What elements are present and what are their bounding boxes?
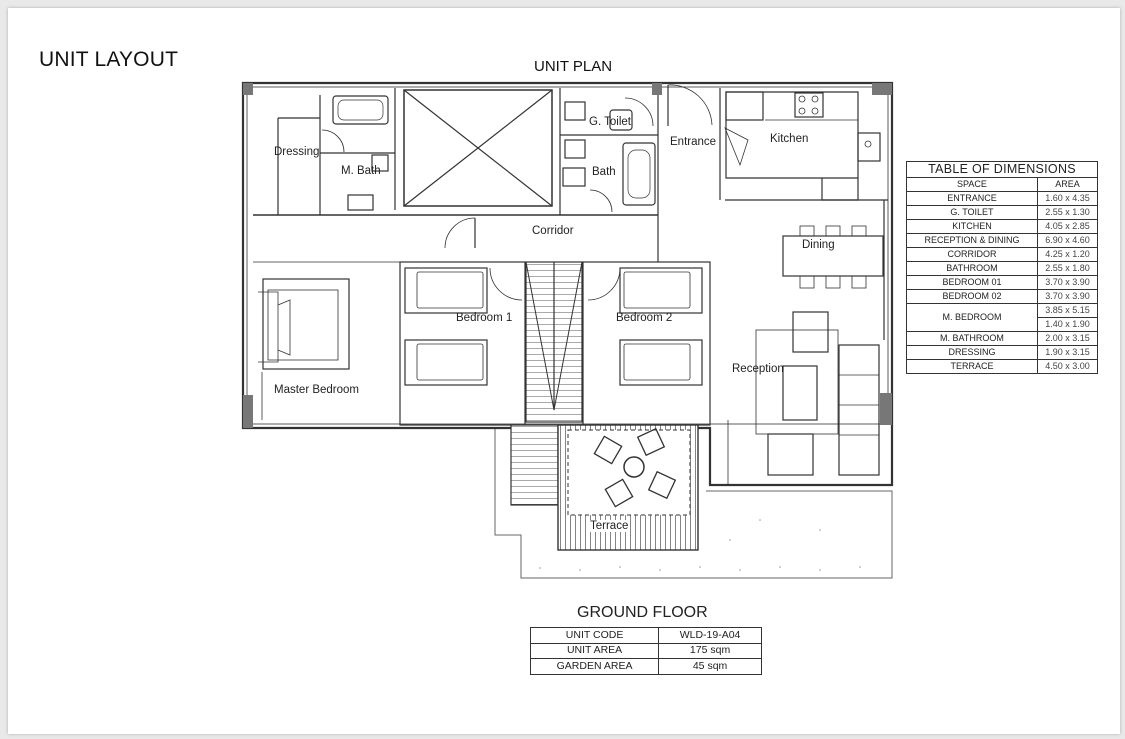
space-cell: CORRIDOR [906,247,1038,262]
area-cell: 3.85 x 5.15 [1036,303,1099,318]
room-label-dressing: Dressing [274,146,320,158]
room-label-m-bath: M. Bath [341,165,381,177]
area-cell: 6.90 x 4.60 [1036,233,1099,248]
area-cell: 4.05 x 2.85 [1036,219,1099,234]
dimensions-header-area: AREA [1036,177,1099,192]
room-label-reception: Reception [732,363,784,375]
room-label-dining: Dining [802,239,835,251]
room-label-master-bedroom: Master Bedroom [274,384,360,396]
room-label-terrace: Terrace [590,520,629,532]
page-title: UNIT LAYOUT [39,48,179,71]
space-cell: G. TOILET [906,205,1038,220]
area-cell: 4.25 x 1.20 [1036,247,1099,262]
area-cell: 1.40 x 1.90 [1036,317,1099,332]
room-label-corridor: Corridor [532,225,574,237]
space-cell: KITCHEN [906,219,1038,234]
space-cell: ENTRANCE [906,191,1038,206]
area-cell: 1.90 x 3.15 [1036,345,1099,360]
area-cell: 2.00 x 3.15 [1036,331,1099,346]
unit-label-cell: UNIT AREA [529,642,660,659]
dimensions-table-title: TABLE OF DIMENSIONS [906,161,1098,178]
space-cell: M. BEDROOM [906,303,1038,332]
room-label-bedroom1: Bedroom 1 [456,312,513,324]
space-cell: DRESSING [906,345,1038,360]
space-cell: BEDROOM 01 [906,275,1038,290]
plan-title: UNIT PLAN [534,58,613,75]
unit-value-cell: 45 sqm [658,658,762,675]
area-cell: 3.70 x 3.90 [1036,289,1099,304]
unit-value-cell: 175 sqm [658,642,762,659]
space-cell: TERRACE [906,359,1038,374]
area-cell: 2.55 x 1.80 [1036,261,1099,276]
space-cell: M. BATHROOM [906,331,1038,346]
area-cell: 3.70 x 3.90 [1036,275,1099,290]
room-label-bath: Bath [592,166,616,178]
room-label-bedroom2: Bedroom 2 [616,312,673,324]
dimensions-header-space: SPACE [906,177,1038,192]
area-cell: 2.55 x 1.30 [1036,205,1099,220]
room-label-kitchen: Kitchen [770,133,809,145]
unit-value-cell: WLD-19-A04 [658,627,762,644]
space-cell: RECEPTION & DINING [906,233,1038,248]
unit-label-cell: GARDEN AREA [529,658,660,675]
floor-title: GROUND FLOOR [577,604,708,621]
space-cell: BEDROOM 02 [906,289,1038,304]
unit-label-cell: UNIT CODE [529,627,660,644]
space-cell: BATHROOM [906,261,1038,276]
area-cell: 1.60 x 4.35 [1036,191,1099,206]
room-label-entrance: Entrance [670,136,717,148]
area-cell: 4.50 x 3.00 [1036,359,1099,374]
room-label-g-toilet: G. Toilet [589,116,631,128]
